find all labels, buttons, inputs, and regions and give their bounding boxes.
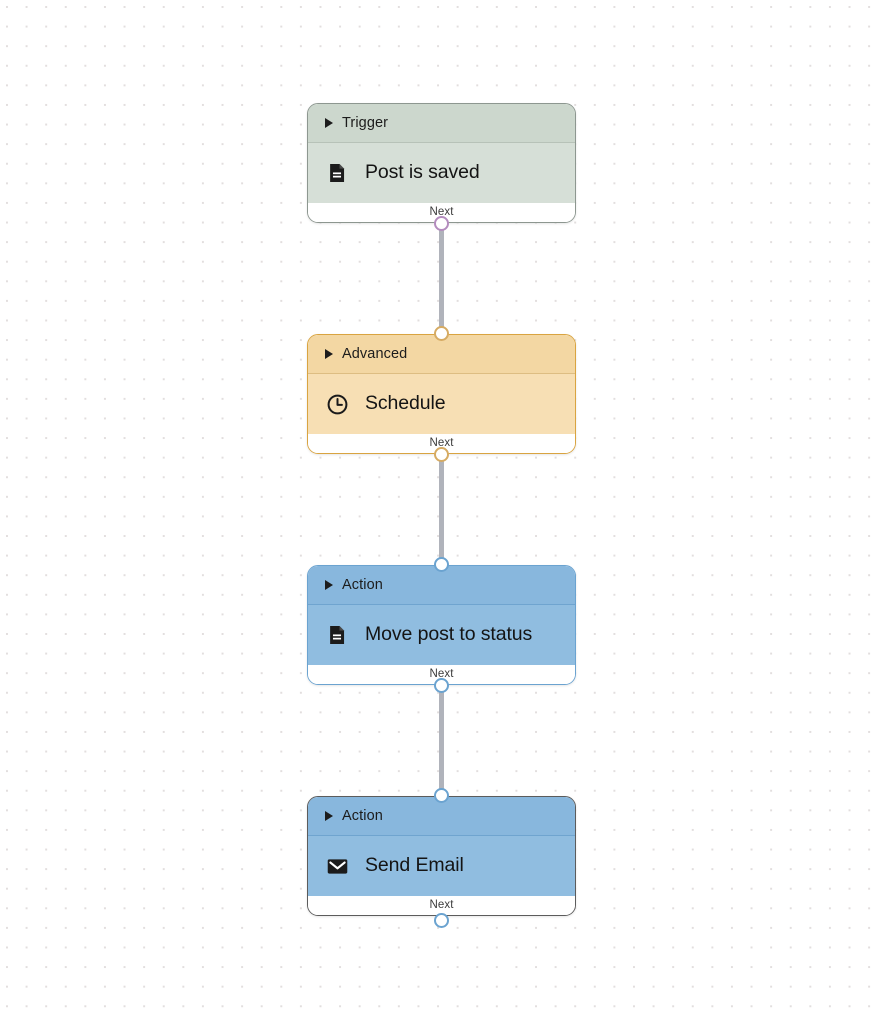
node-body-trigger[interactable]: Post is saved bbox=[308, 143, 575, 203]
connector-advanced-to-action-move[interactable] bbox=[439, 454, 444, 566]
clock-icon bbox=[325, 392, 349, 416]
node-title: Move post to status bbox=[365, 623, 533, 646]
envelope-icon bbox=[325, 854, 349, 878]
node-body-advanced[interactable]: Schedule bbox=[308, 374, 575, 434]
disclosure-triangle-icon[interactable] bbox=[325, 118, 333, 128]
input-port-action-send-email[interactable] bbox=[434, 788, 449, 803]
output-port-advanced[interactable] bbox=[434, 447, 449, 462]
node-header-advanced[interactable]: Advanced bbox=[308, 335, 575, 374]
node-title: Send Email bbox=[365, 854, 464, 877]
node-body-action-send-email[interactable]: Send Email bbox=[308, 836, 575, 896]
output-port-action-send-email[interactable] bbox=[434, 913, 449, 928]
node-title: Post is saved bbox=[365, 161, 480, 184]
node-category-label: Action bbox=[342, 808, 383, 824]
node-category-label: Advanced bbox=[342, 346, 408, 362]
node-footer-action-move[interactable]: Next bbox=[308, 665, 575, 684]
node-header-trigger[interactable]: Trigger bbox=[308, 104, 575, 143]
document-icon bbox=[325, 623, 349, 647]
output-port-trigger[interactable] bbox=[434, 216, 449, 231]
workflow-node-action-move-post-to-status[interactable]: Action Move post to status Next bbox=[307, 565, 576, 685]
workflow-node-action-send-email[interactable]: Action Send Email Next bbox=[307, 796, 576, 916]
next-port-label: Next bbox=[429, 206, 454, 218]
workflow-node-advanced-schedule[interactable]: Advanced Schedule Next bbox=[307, 334, 576, 454]
input-port-advanced[interactable] bbox=[434, 326, 449, 341]
node-body-action-move[interactable]: Move post to status bbox=[308, 605, 575, 665]
disclosure-triangle-icon[interactable] bbox=[325, 811, 333, 821]
connector-action-move-to-send-email[interactable] bbox=[439, 685, 444, 797]
disclosure-triangle-icon[interactable] bbox=[325, 349, 333, 359]
next-port-label: Next bbox=[429, 437, 454, 449]
node-title: Schedule bbox=[365, 392, 446, 415]
input-port-action-move[interactable] bbox=[434, 557, 449, 572]
node-footer-trigger[interactable]: Next bbox=[308, 203, 575, 222]
connector-trigger-to-advanced[interactable] bbox=[439, 223, 444, 335]
workflow-node-trigger-post-is-saved[interactable]: Trigger Post is saved Next bbox=[307, 103, 576, 223]
output-port-action-move[interactable] bbox=[434, 678, 449, 693]
node-header-action-send-email[interactable]: Action bbox=[308, 797, 575, 836]
node-footer-advanced[interactable]: Next bbox=[308, 434, 575, 453]
node-footer-action-send-email[interactable]: Next bbox=[308, 896, 575, 915]
node-header-action-move[interactable]: Action bbox=[308, 566, 575, 605]
next-port-label: Next bbox=[429, 899, 454, 911]
node-category-label: Trigger bbox=[342, 115, 389, 131]
next-port-label: Next bbox=[429, 668, 454, 680]
node-category-label: Action bbox=[342, 577, 383, 593]
document-icon bbox=[325, 161, 349, 185]
disclosure-triangle-icon[interactable] bbox=[325, 580, 333, 590]
